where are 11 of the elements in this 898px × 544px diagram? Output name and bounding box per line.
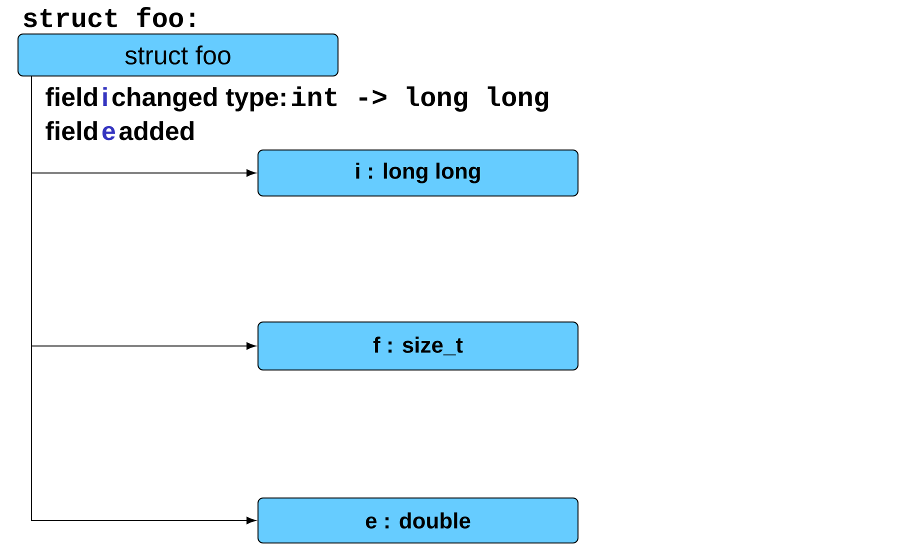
class-box: i : long long	[258, 150, 578, 196]
class-box: f : size_t	[258, 322, 578, 370]
annotation-text: field	[46, 121, 97, 140]
class-box: struct foo	[18, 34, 338, 76]
annotation-text: int -> long long	[292, 86, 548, 112]
class-box: e : double	[258, 498, 578, 544]
annotation-text: changed type:	[112, 87, 286, 112]
annotation-text: e	[102, 126, 115, 140]
arrow	[31, 76, 256, 524]
annotation-text: added	[119, 121, 194, 140]
annotation-text: field	[46, 87, 97, 106]
